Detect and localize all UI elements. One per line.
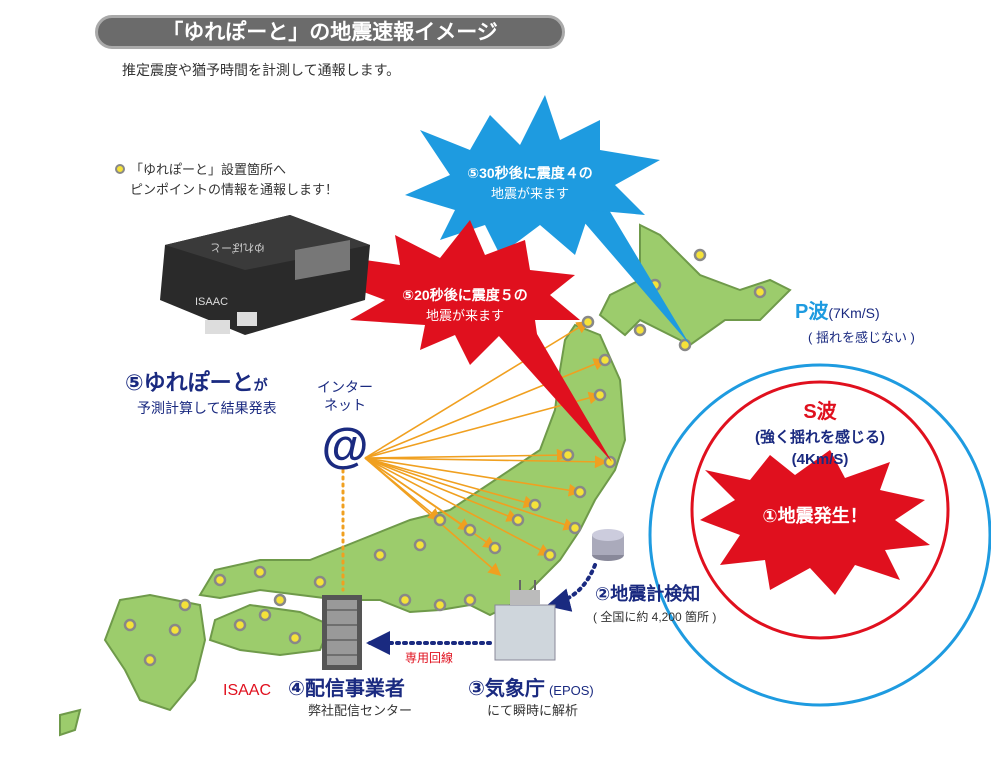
internet-at-icon: @ <box>322 420 369 473</box>
page-subtitle: 推定震度や猶予時間を計測して通報します。 <box>122 63 401 79</box>
distributor-note: 弊社配信センター <box>308 703 412 718</box>
isaac-logo: ISAAC <box>223 682 271 699</box>
internet-label-2: ネット <box>324 397 366 413</box>
dedicated-line-label: 専用回線 <box>405 650 453 665</box>
red-burst-beam <box>480 305 612 462</box>
yureport-step-title: ⑤ゆれぽーとが <box>125 370 269 395</box>
yureport-device-icon: ISAAC ゆれぽーと <box>160 215 370 335</box>
install-note-line2: ピンポイントの情報を通報します！ <box>130 182 338 197</box>
blue-burst-line2: 地震が来ます <box>491 186 569 201</box>
distributor-title: ④配信事業者 <box>288 676 405 700</box>
jma-note: にて瞬時に解析 <box>487 703 578 718</box>
blue-burst <box>405 95 660 255</box>
honshu <box>198 323 627 617</box>
red-burst <box>345 220 580 365</box>
internet-label-1: インター <box>317 379 373 395</box>
jma-title: ③気象庁(EPOS) <box>468 676 594 700</box>
s-wave-note: (強く揺れを感じる) <box>755 428 885 446</box>
blue-burst-beam <box>565 195 690 345</box>
red-burst-line2: 地震が来ます <box>426 308 504 323</box>
blue-burst-line1: ⑤30秒後に震度４の <box>467 165 592 181</box>
hokkaido <box>598 223 792 347</box>
location-dot-icon <box>115 164 125 174</box>
device-brand: ISAAC <box>195 296 228 308</box>
p-wave-circle <box>648 363 991 707</box>
seismometer-icon <box>592 529 624 561</box>
install-note-line1: 「ゆれぽーと」設置箇所へ <box>130 162 286 177</box>
jma-building-icon <box>494 580 556 661</box>
page-title: 「ゆれぽーと」の地震速報イメージ <box>95 15 565 49</box>
shikoku <box>208 603 332 657</box>
yureport-step-desc: 予測計算して結果発表 <box>137 400 277 416</box>
epicenter-burst <box>700 450 930 595</box>
device-locations <box>123 248 767 667</box>
island <box>59 708 82 737</box>
s-wave-title: S波 <box>803 400 837 423</box>
seismometer-to-jma-line <box>546 563 597 612</box>
p-wave-title: P波(7Km/S) <box>795 300 880 323</box>
seismometer-title: ②地震計検知 <box>595 583 700 604</box>
distribution-center-building-icon <box>322 595 362 670</box>
earthquake-event-label: ①地震発生！ <box>762 505 867 526</box>
p-wave-note: ( 揺れを感じない ) <box>808 330 915 345</box>
device-label: ゆれぽーと <box>210 241 265 254</box>
japan-map <box>59 223 792 737</box>
s-wave-speed: (4Km/S) <box>792 451 849 468</box>
red-burst-line1: ⑤20秒後に震度５の <box>402 287 527 303</box>
kyushu <box>103 593 207 712</box>
seismometer-note: ( 全国に約 4,200 箇所 ) <box>593 609 716 624</box>
